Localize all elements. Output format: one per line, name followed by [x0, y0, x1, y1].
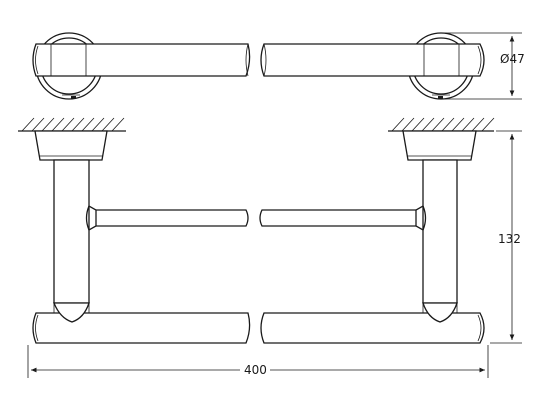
- middle-bar-left: [91, 209, 249, 227]
- bottom-rail-right: [260, 312, 485, 344]
- diameter-label: Ø47: [500, 52, 525, 66]
- diameter-dimension: Ø47: [444, 32, 525, 100]
- left-flange: [34, 130, 108, 161]
- top-rail-right: [260, 43, 485, 77]
- left-joint: [53, 302, 90, 323]
- wall-hatch-right: [388, 117, 495, 132]
- left-post: [53, 159, 90, 304]
- middle-bar-cap-left: [85, 205, 97, 231]
- middle-bar-cap-right: [415, 205, 427, 231]
- top-rail-left: [32, 43, 251, 77]
- width-label: 400: [244, 363, 267, 377]
- top-view: Ø47: [32, 32, 525, 100]
- width-dimension: 400: [27, 345, 489, 378]
- height-dimension: 132: [490, 130, 522, 344]
- bottom-rail-left: [32, 312, 251, 344]
- right-joint: [422, 302, 458, 323]
- right-post: [422, 159, 458, 304]
- front-view: 132 400: [18, 117, 522, 378]
- right-flange: [402, 130, 477, 161]
- wall-hatch-left: [18, 117, 126, 132]
- middle-bar-right: [259, 209, 421, 227]
- height-label: 132: [498, 232, 521, 246]
